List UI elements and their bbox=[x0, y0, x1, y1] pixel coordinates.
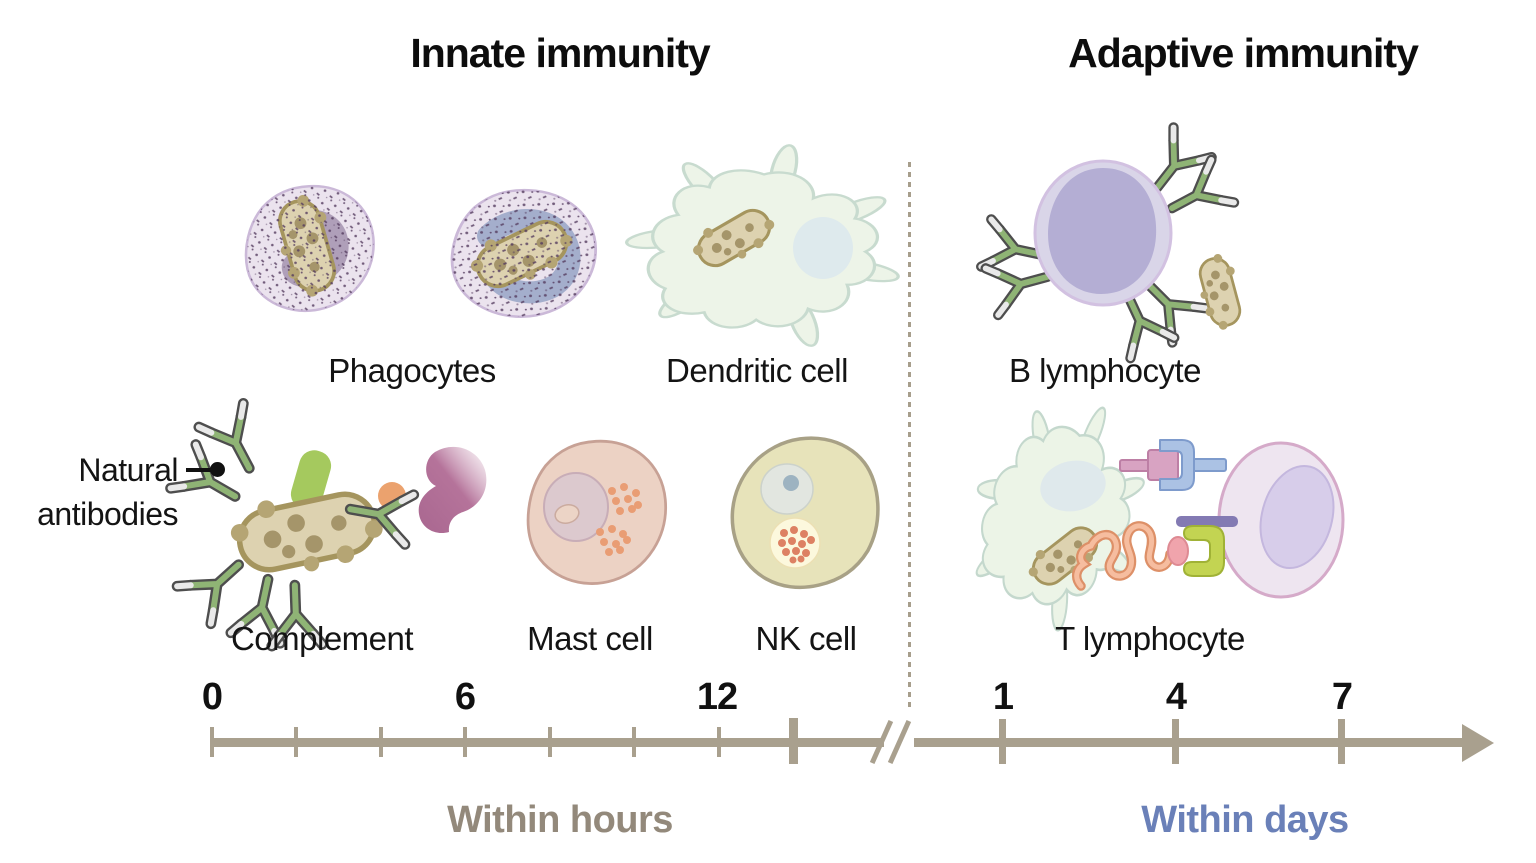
b-lymphocyte-illustration bbox=[980, 128, 1251, 353]
innate-immunity-title: Innate immunity bbox=[410, 30, 710, 76]
tick-label-1d: 1 bbox=[992, 676, 1014, 718]
antigen-plug-shape bbox=[1147, 449, 1179, 481]
tick-label-12h: 12 bbox=[696, 676, 738, 718]
tick-label-6h: 6 bbox=[454, 676, 476, 718]
hour-tick bbox=[548, 727, 552, 757]
mast-cell-illustration bbox=[526, 439, 668, 585]
timeline-days-axis bbox=[914, 738, 1464, 747]
peptide-shape bbox=[1167, 536, 1189, 566]
phagocytes-label: Phagocytes bbox=[328, 352, 496, 389]
t-lymphocyte-label: T lymphocyte bbox=[1055, 620, 1245, 657]
tick-label-0h: 0 bbox=[201, 676, 223, 718]
timeline-arrowhead-icon bbox=[1462, 724, 1494, 762]
day-tick bbox=[1338, 719, 1345, 764]
hour-tick bbox=[463, 727, 467, 757]
hour-tick bbox=[379, 727, 383, 757]
dendritic-cell-illustration bbox=[623, 142, 903, 350]
complement-illustration bbox=[195, 420, 487, 620]
innate-adaptive-divider bbox=[908, 162, 911, 707]
day-tick bbox=[1172, 719, 1179, 764]
hour-tick bbox=[717, 727, 721, 757]
day-tick bbox=[999, 719, 1006, 764]
mast-cell-label: Mast cell bbox=[527, 620, 653, 657]
phagocyte-monocyte-illustration bbox=[244, 184, 375, 313]
tcr-claw-shape bbox=[1183, 525, 1225, 577]
costimulatory-bar-shape bbox=[1176, 516, 1238, 527]
natural-antibodies-pointer-line bbox=[186, 468, 216, 472]
mast-cell-granules bbox=[596, 483, 642, 556]
hour-tick-end bbox=[789, 718, 798, 764]
tcr-stem-shape bbox=[1191, 458, 1227, 472]
t-lymphocyte-illustration bbox=[944, 378, 1345, 649]
nk-cell-label: NK cell bbox=[755, 620, 857, 657]
tick-label-4d: 4 bbox=[1165, 676, 1187, 718]
phagocyte-neutrophil-illustration bbox=[446, 182, 602, 325]
nk-cell-illustration bbox=[717, 425, 893, 600]
complement-protein-shape bbox=[418, 446, 487, 534]
tcr-bracket-shape bbox=[1159, 439, 1195, 491]
within-hours-caption: Within hours bbox=[447, 799, 673, 841]
adaptive-immunity-title: Adaptive immunity bbox=[1068, 30, 1419, 76]
tick-label-7d: 7 bbox=[1331, 676, 1353, 718]
b-lymphocyte-label: B lymphocyte bbox=[1008, 352, 1202, 389]
complement-label: Complement bbox=[230, 620, 414, 657]
complement-green-capsule-shape bbox=[290, 450, 332, 510]
natural-antibodies-label: Natural antibodies bbox=[37, 452, 178, 532]
hour-tick bbox=[210, 727, 214, 757]
axis-break-slash bbox=[887, 719, 912, 765]
hour-tick bbox=[294, 727, 298, 757]
dendritic-cell-label: Dendritic cell bbox=[666, 352, 848, 389]
hour-tick bbox=[632, 727, 636, 757]
natural-antibodies-pointer-dot bbox=[210, 462, 225, 477]
nk-cell-granules bbox=[778, 526, 815, 564]
within-days-caption: Within days bbox=[1141, 799, 1349, 841]
